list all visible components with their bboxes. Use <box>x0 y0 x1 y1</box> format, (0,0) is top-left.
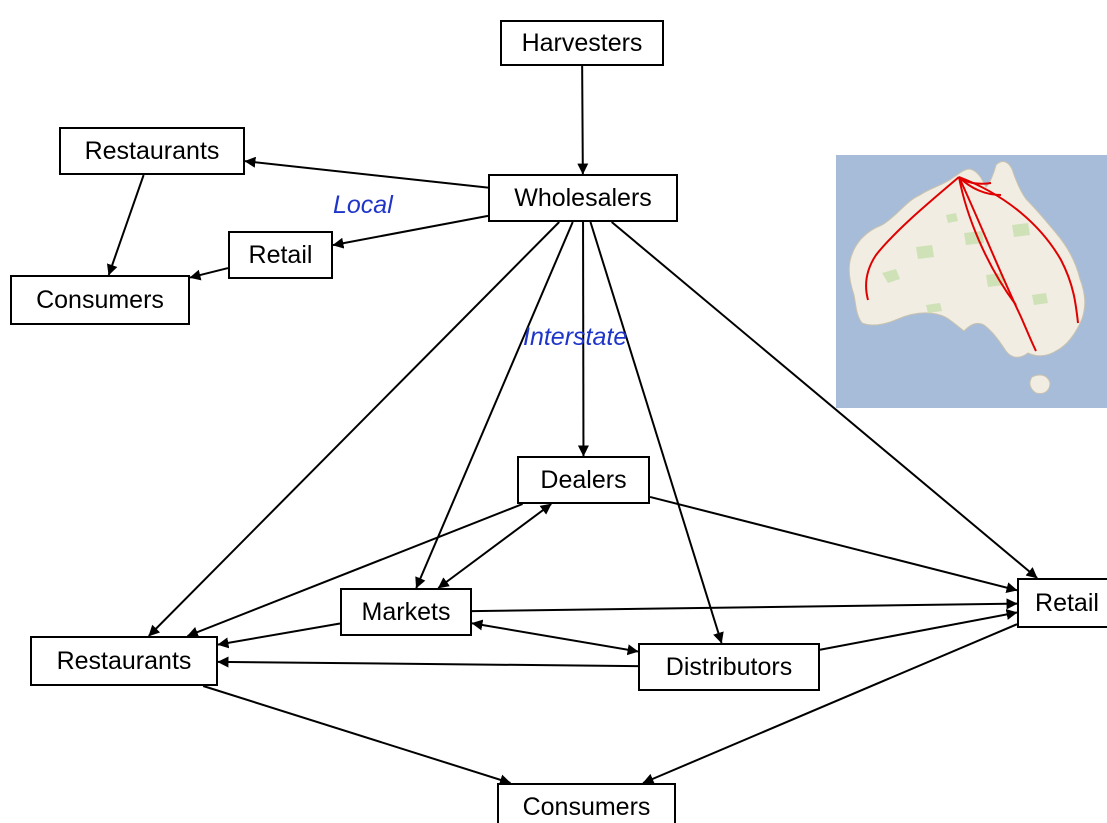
edge-wholesalers-to-interstate-restaurants <box>148 221 560 637</box>
edge-dealers-to-interstate-retail <box>649 495 1018 594</box>
edge-interstate-restaurants-to-interstate-consumers <box>202 685 511 786</box>
edge-wholesalers-to-local-restaurants <box>244 156 489 189</box>
edge-markets-to-distributors <box>471 619 639 656</box>
harvesters-node: Harvesters <box>500 20 664 66</box>
edge-dealers-to-interstate-restaurants <box>186 503 523 638</box>
australia-map-icon <box>836 155 1107 408</box>
dealers-node: Dealers <box>517 456 650 504</box>
local-route-label: Local <box>333 191 393 219</box>
local-restaurants-node: Restaurants <box>59 127 245 175</box>
local-retail-node: Retail <box>228 231 333 279</box>
edge-wholesalers-to-markets <box>415 221 574 589</box>
wholesalers-node: Wholesalers <box>488 174 678 222</box>
edge-local-restaurants-to-local-consumers <box>106 174 145 276</box>
interstate-retail-node: Retail <box>1017 578 1107 628</box>
edge-markets-to-interstate-restaurants <box>217 622 341 649</box>
edge-wholesalers-to-local-retail <box>332 214 489 249</box>
edge-interstate-retail-to-interstate-consumers <box>642 623 1018 784</box>
interstate-restaurants-node: Restaurants <box>30 636 218 686</box>
distributors-node: Distributors <box>638 643 820 691</box>
edge-distributors-to-interstate-retail <box>819 609 1018 651</box>
edge-local-retail-to-local-consumers <box>189 267 229 281</box>
edge-distributors-to-interstate-restaurants <box>217 656 639 668</box>
interstate-route-label: Interstate <box>523 323 628 351</box>
edge-dealers-to-markets <box>437 503 552 589</box>
interstate-consumers-node: Consumers <box>497 783 676 823</box>
edge-wholesalers-to-interstate-retail <box>611 221 1038 579</box>
markets-node: Markets <box>340 588 472 636</box>
edge-harvesters-to-wholesalers <box>577 65 589 175</box>
local-consumers-node: Consumers <box>10 275 190 325</box>
edge-markets-to-interstate-retail <box>471 598 1018 613</box>
edge-wholesalers-to-distributors <box>589 221 724 644</box>
